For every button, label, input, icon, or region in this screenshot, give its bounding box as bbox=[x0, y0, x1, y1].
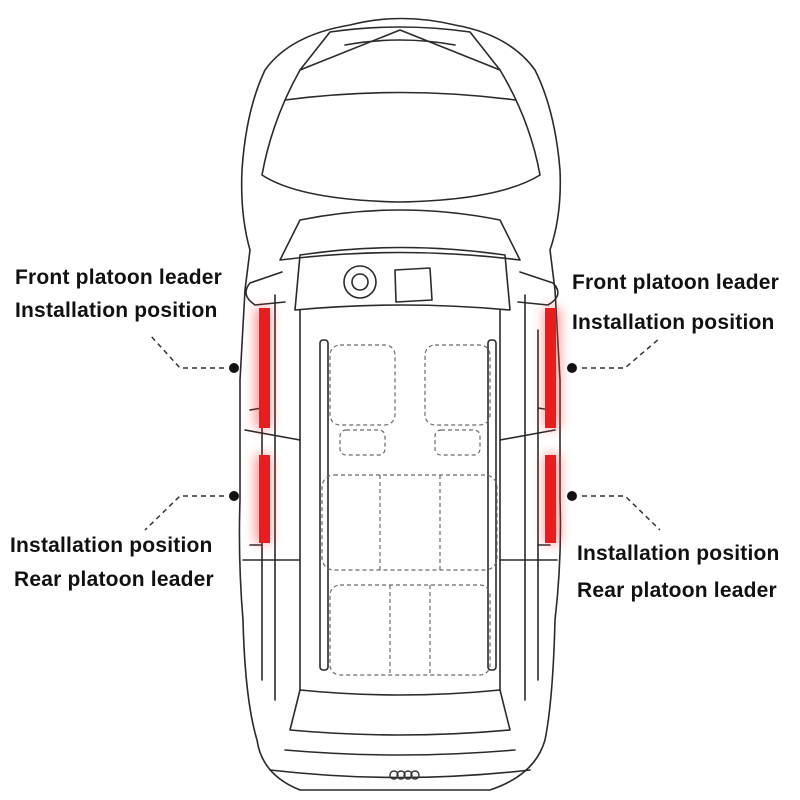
rear-right-label-line1: Installation position bbox=[577, 542, 780, 565]
front-left-label-line2: Installation position bbox=[15, 299, 218, 322]
rear-left-label-line1: Installation position bbox=[10, 534, 213, 557]
rear-right-label-line2: Rear platoon leader bbox=[577, 579, 777, 602]
leader-lines bbox=[144, 334, 661, 531]
left-mirror bbox=[245, 271, 286, 306]
rear-left-strip bbox=[259, 455, 270, 543]
rear-right-dot bbox=[567, 491, 577, 501]
door-strips bbox=[256, 308, 559, 543]
front-right-label-line2: Installation position bbox=[572, 311, 775, 334]
pointer-dots bbox=[229, 363, 577, 501]
seats bbox=[321, 344, 498, 676]
rear-left-label-line2: Rear platoon leader bbox=[14, 568, 214, 591]
car-body-outline bbox=[238, 17, 562, 791]
front-left-dot bbox=[229, 363, 239, 373]
front-right-leader bbox=[582, 337, 661, 369]
hood bbox=[261, 26, 541, 203]
front-left-leader bbox=[149, 334, 224, 369]
rear-right-leader bbox=[582, 495, 661, 531]
front-right-dot bbox=[567, 363, 577, 373]
front-left-strip bbox=[259, 308, 270, 428]
front-right-strip bbox=[545, 308, 556, 428]
front-left-label-line1: Front platoon leader bbox=[15, 266, 223, 289]
four-rings-logo bbox=[389, 770, 420, 780]
windshield bbox=[279, 209, 521, 261]
rear-left-dot bbox=[229, 491, 239, 501]
rear-left-leader bbox=[144, 495, 224, 531]
right-mirror bbox=[517, 271, 559, 306]
rear-window bbox=[289, 689, 511, 736]
rear-right-strip bbox=[545, 455, 556, 543]
front-right-label-line1: Front platoon leader bbox=[572, 271, 780, 294]
